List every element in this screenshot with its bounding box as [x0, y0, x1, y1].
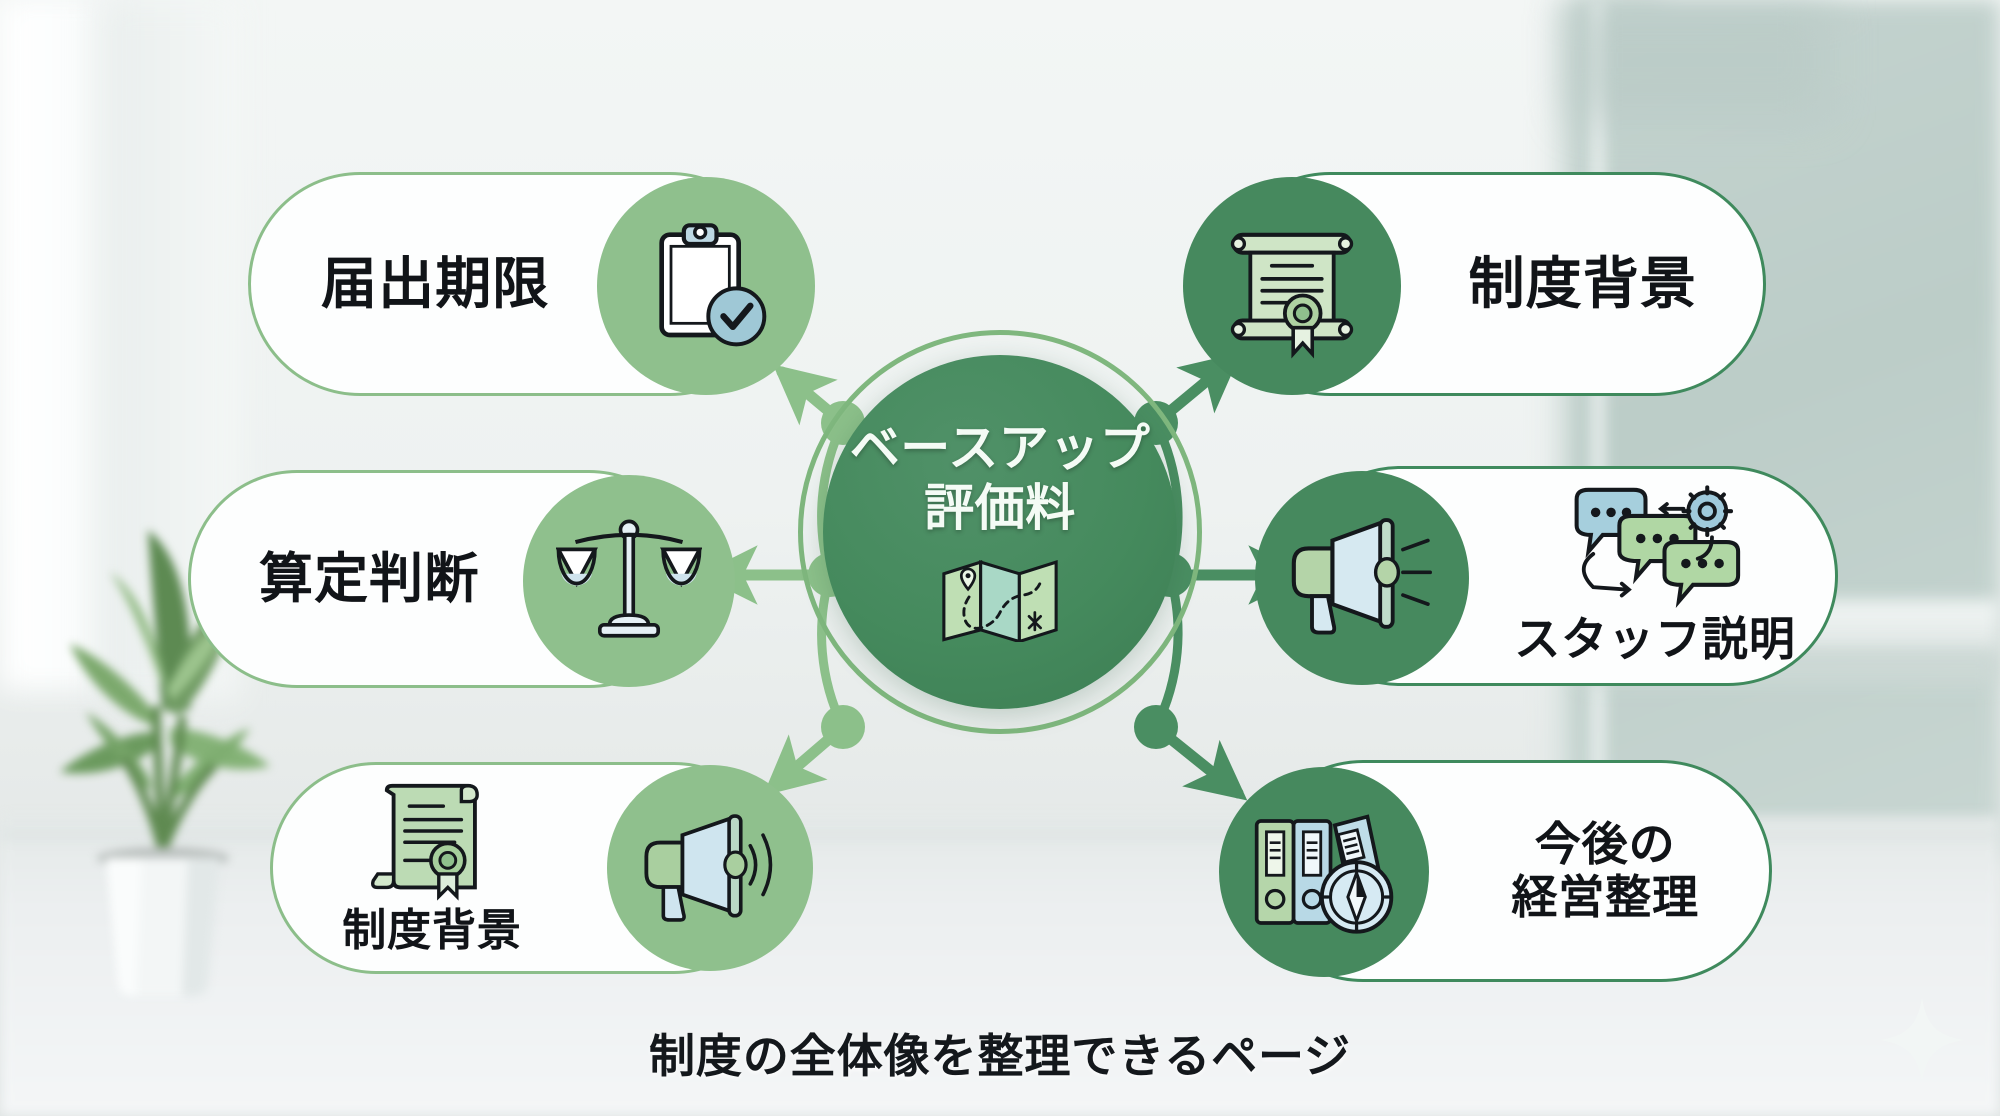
- node-background-left-disc: [607, 765, 813, 971]
- node-background-right-label: 制度背景: [1468, 251, 1697, 315]
- hub-core: ベースアップ 評価料: [823, 355, 1177, 709]
- node-background-right[interactable]: 制度背景: [1183, 172, 1766, 396]
- node-staff[interactable]: スタッフ説明: [1255, 466, 1838, 686]
- joint-background-left: [821, 705, 865, 749]
- node-background-right-disc: [1183, 177, 1401, 395]
- node-deadline[interactable]: 届出期限: [248, 172, 815, 396]
- hub-icon-wrap: [940, 552, 1060, 647]
- chat-bubbles-gear-icon: [1574, 485, 1741, 609]
- node-future[interactable]: 今後の 経営整理: [1219, 760, 1772, 982]
- node-staff-content: スタッフ説明: [1505, 485, 1805, 666]
- node-background-left-content: 制度背景: [317, 779, 547, 956]
- sparkle-icon: [1879, 997, 1965, 1083]
- megaphone-icon: [1291, 518, 1432, 635]
- joint-future: [1134, 705, 1178, 749]
- binders-compass-icon: [1254, 814, 1394, 934]
- hub-outer-ring: [798, 330, 1202, 734]
- node-background-left-label: 制度背景: [342, 906, 522, 956]
- node-staff-label: スタッフ説明: [1514, 613, 1796, 666]
- background-floor-edge: [0, 832, 2000, 838]
- node-judgement-disc: [523, 475, 735, 687]
- node-future-label: 今後の 経営整理: [1511, 817, 1699, 923]
- center-hub[interactable]: ベースアップ 評価料: [798, 330, 1202, 734]
- node-deadline-label: 届出期限: [321, 251, 550, 315]
- certificate-scroll-icon: [371, 784, 479, 902]
- node-future-disc: [1219, 767, 1429, 977]
- node-judgement-label: 算定判断: [259, 548, 480, 609]
- rolled-scroll-seal-icon: [1230, 232, 1354, 359]
- node-deadline-disc: [597, 177, 815, 395]
- page-caption: 制度の全体像を整理できるページ: [649, 1030, 1351, 1082]
- node-staff-disc: [1255, 471, 1469, 685]
- megaphone-icon: [644, 814, 773, 922]
- balance-scale-icon: [556, 519, 702, 638]
- clipboard-check-icon: [659, 223, 767, 347]
- node-background-left[interactable]: 制度背景: [270, 762, 813, 974]
- potted-plant: [60, 530, 270, 996]
- hub-title: ベースアップ 評価料: [849, 419, 1151, 536]
- folded-map-icon: [942, 559, 1058, 644]
- background-green-panel: [1570, 0, 2000, 860]
- background-top-shadow: [1570, 0, 1830, 120]
- node-judgement[interactable]: 算定判断: [188, 470, 735, 688]
